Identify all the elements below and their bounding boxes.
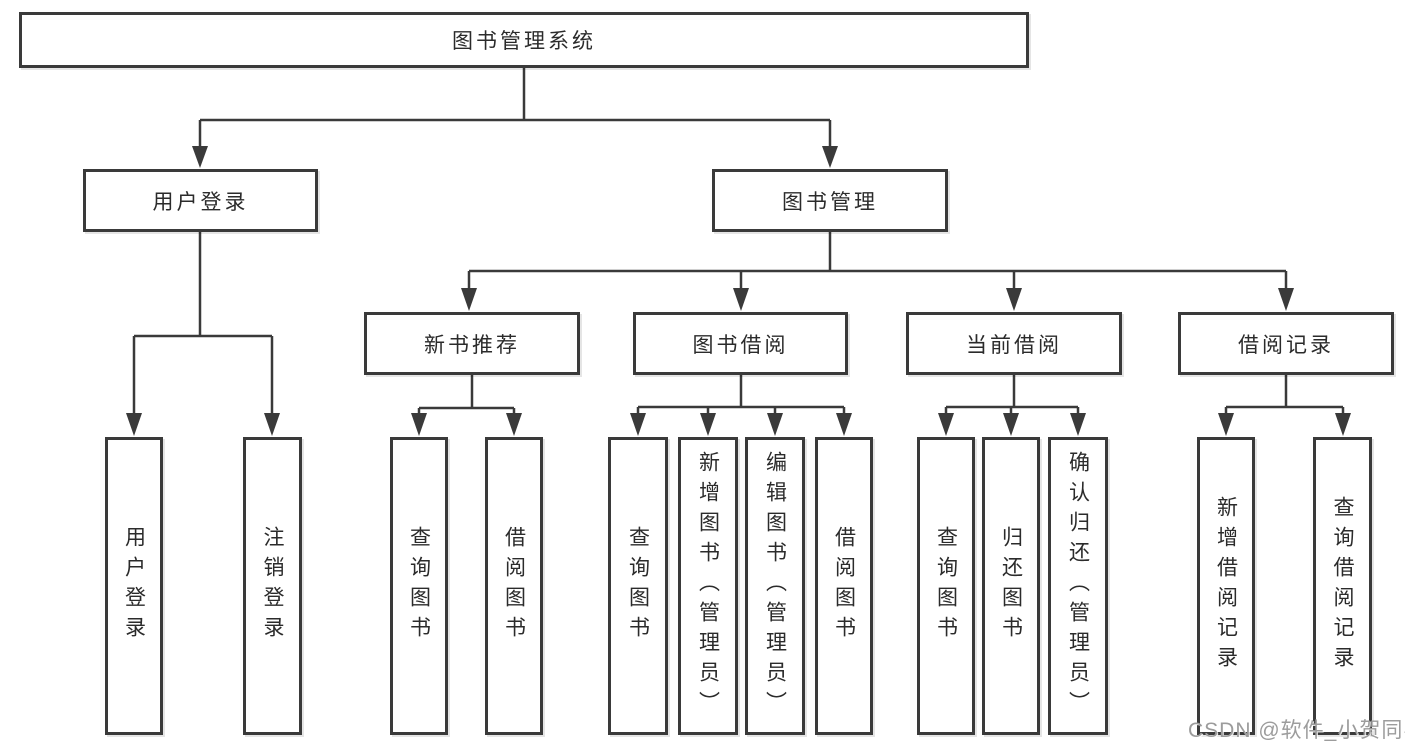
node-label: 新书推荐 bbox=[424, 333, 520, 357]
node-label: 借阅记录 bbox=[1238, 333, 1334, 357]
leaf-query-books-borrow: 查询图书 bbox=[608, 437, 668, 735]
csdn-watermark: CSDN @软件_小贺同学 bbox=[1188, 719, 1405, 742]
leaf-label: 归还图书 bbox=[999, 526, 1023, 646]
leaf-label: 用户登录 bbox=[122, 526, 146, 646]
node-current-borrowing: 当前借阅 bbox=[906, 312, 1122, 375]
leaf-label: 查询图书 bbox=[407, 526, 431, 646]
leaf-label: 注销登录 bbox=[261, 526, 284, 646]
leaf-label: 借阅图书 bbox=[502, 526, 526, 646]
leaf-user-login: 用户登录 bbox=[105, 437, 163, 735]
node-label: 用户登录 bbox=[152, 190, 249, 214]
node-label: 图书借阅 bbox=[692, 333, 789, 357]
leaf-label: 查询图书 bbox=[626, 526, 650, 646]
node-label: 图书管理系统 bbox=[452, 30, 596, 53]
leaf-label: 确认归还（管理员） bbox=[1066, 451, 1090, 721]
node-book-management: 图书管理 bbox=[712, 169, 948, 232]
leaf-label: 查询借阅记录 bbox=[1331, 496, 1354, 676]
leaf-add-book-admin: 新增图书（管理员） bbox=[678, 437, 738, 735]
node-label: 当前借阅 bbox=[966, 333, 1062, 357]
node-borrowing-records: 借阅记录 bbox=[1178, 312, 1394, 375]
leaf-borrow-books-recommend: 借阅图书 bbox=[485, 437, 543, 735]
leaf-add-borrow-record: 新增借阅记录 bbox=[1197, 437, 1255, 735]
node-label: 图书管理 bbox=[782, 190, 878, 214]
leaf-edit-book-admin: 编辑图书（管理员） bbox=[745, 437, 805, 735]
leaf-confirm-return-admin: 确认归还（管理员） bbox=[1048, 437, 1108, 735]
leaf-return-book: 归还图书 bbox=[982, 437, 1040, 735]
leaf-label: 查询图书 bbox=[934, 526, 958, 646]
node-user-login: 用户登录 bbox=[83, 169, 318, 232]
leaf-query-books-current: 查询图书 bbox=[917, 437, 975, 735]
leaf-query-books-recommend: 查询图书 bbox=[390, 437, 448, 735]
leaf-query-borrow-record: 查询借阅记录 bbox=[1313, 437, 1372, 735]
leaf-label: 新增图书（管理员） bbox=[696, 451, 720, 721]
node-library-management-system: 图书管理系统 bbox=[19, 12, 1029, 68]
leaf-label: 编辑图书（管理员） bbox=[763, 451, 787, 721]
leaf-logout: 注销登录 bbox=[243, 437, 302, 735]
node-new-book-recommend: 新书推荐 bbox=[364, 312, 580, 375]
leaf-label: 新增借阅记录 bbox=[1214, 496, 1238, 676]
node-book-borrowing: 图书借阅 bbox=[633, 312, 848, 375]
leaf-borrow-books: 借阅图书 bbox=[815, 437, 873, 735]
leaf-label: 借阅图书 bbox=[832, 526, 856, 646]
